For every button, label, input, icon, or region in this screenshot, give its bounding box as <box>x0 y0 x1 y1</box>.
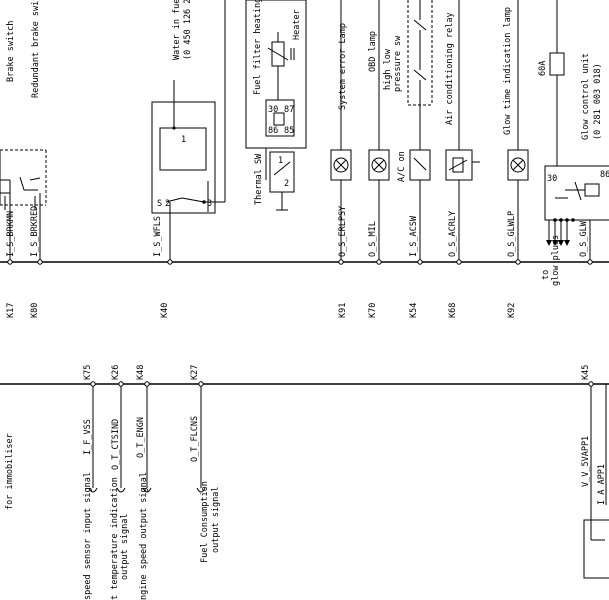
fuel-filter-heating: Fuel filter heating re Heater 30 87 86 8… <box>245 0 307 211</box>
water-in-fuel-sensor: Water in fuel level (0 450 126 2 1 S 2 3… <box>151 0 226 318</box>
pin-k48: K48 <box>136 365 146 380</box>
signal-erlpsy: O_S_ERLPSY <box>338 206 348 257</box>
signal-engn: O_T_ENGN <box>136 417 146 458</box>
glow-control-unit-label: Glow control unit <box>581 53 591 140</box>
redundant-brake-switch-label: Redundant brake switch <box>31 0 41 98</box>
pin-k54: K54 <box>409 303 419 318</box>
to-glow-plugs-1: to <box>541 270 551 280</box>
signal-acsw: I_S_ACSW <box>409 215 419 257</box>
ac-pressure-switch: high low pressure sw A/C on I_S_ACSW K54 <box>383 0 433 318</box>
flcns-desc-1: Fuel Consumption <box>200 481 210 563</box>
fuel-filter-label: Fuel filter heating re <box>253 0 263 95</box>
flcns-desc-2: output signal <box>211 486 221 553</box>
heater-label: Heater <box>292 9 302 40</box>
engn-desc: ngine speed output signal <box>139 472 149 600</box>
signal-glw: O_S_GLW <box>579 220 589 257</box>
to-glow-plugs-2: glow plugs <box>551 235 561 286</box>
gcu-pin-30: 30 <box>547 174 557 184</box>
brake-switch-label: Brake switch <box>6 21 16 82</box>
pin-k75: K75 <box>83 365 93 380</box>
high-low-label-1: high low <box>383 48 393 90</box>
water-in-fuel-label: Water in fuel level <box>172 0 182 60</box>
signal-acrly: O_S_ACRLY <box>448 211 458 257</box>
vss-desc: speed sensor input signal <box>83 472 93 600</box>
ctsind-desc-2: output signal <box>120 513 130 580</box>
ac-on-label: A/C on <box>397 151 407 182</box>
signal-brkred: I_S_BRKRED <box>30 206 40 257</box>
pin-k70: K70 <box>368 303 378 318</box>
signal-flcns: O_T_FLCNS <box>190 416 200 462</box>
wfl-pin-1: 1 <box>181 135 186 145</box>
wfl-pin-3: 3 <box>207 199 212 209</box>
pin-k80: K80 <box>30 303 40 318</box>
ac-relay-label: Air conditioning relay <box>445 12 455 125</box>
pin-k40: K40 <box>160 303 170 318</box>
signal-wfls: I_S_WFLS <box>153 216 163 257</box>
signal-mil: O_S_MIL <box>368 221 378 257</box>
glow-part-number: (0 281 003 018) <box>593 63 603 140</box>
brake-switch-group: Brake switch Redundant brake switch I_S_… <box>0 0 47 318</box>
relay-pin-86: 86 <box>268 126 278 136</box>
gcu-pin-86: 86 <box>600 170 609 180</box>
glow-time-lamp: Glow time indication lamp O_S_GLWLP K92 <box>503 0 529 318</box>
pin-k92: K92 <box>507 303 517 318</box>
wfl-pin-2: 2 <box>165 199 170 209</box>
glow-time-lamp-label: Glow time indication lamp <box>503 7 513 135</box>
thermal-sw-label: Thermal SW <box>254 153 264 205</box>
signal-app1: I_A_APP1 <box>597 464 607 505</box>
ac-relay: Air conditioning relay O_S_ACRLY K68 <box>445 0 480 318</box>
glow-control-unit: 60A Glow control unit (0 281 003 018) 30… <box>538 0 609 286</box>
signal-5vapp1: V_V_5VAPP1 <box>581 436 591 487</box>
obd-lamp: OBD lamp O_S_MIL K70 <box>368 0 390 318</box>
relay-pin-87: 87 <box>284 105 294 115</box>
high-low-label-2: pressure sw <box>393 35 403 92</box>
relay-pin-30: 30 <box>268 105 278 115</box>
pin-k68: K68 <box>448 303 458 318</box>
system-error-lamp: System error Lamp O_S_ERLPSY K91 <box>330 0 352 318</box>
bottom-signals: for immobiliser speed sensor input signa… <box>5 365 609 600</box>
pin-k45: K45 <box>581 365 591 380</box>
ctsind-desc-1: t temperature indication <box>110 477 120 600</box>
signal-glwlp: O_S_GLWLP <box>507 211 517 257</box>
thermal-pin-1: 1 <box>278 156 283 166</box>
pin-k27: K27 <box>190 365 200 380</box>
water-part-number: (0 450 126 2 <box>183 0 193 60</box>
signal-brkmn: I_S_BRKMN <box>6 211 16 257</box>
immobiliser-label: for immobiliser <box>5 433 15 510</box>
thermal-pin-2: 2 <box>284 179 289 189</box>
pin-k26: K26 <box>111 365 121 380</box>
pin-k17: K17 <box>6 303 16 318</box>
pin-k91: K91 <box>338 303 348 318</box>
signal-ctsind: O_T_CTSIND <box>111 419 121 470</box>
fuse-60a-label: 60A <box>538 61 548 76</box>
obd-lamp-label: OBD lamp <box>368 31 378 72</box>
signal-vss: I_F_VSS <box>83 419 93 455</box>
wfl-pin-s: S <box>157 199 162 209</box>
system-error-lamp-label: System error Lamp <box>338 23 348 110</box>
relay-pin-85: 85 <box>284 126 294 136</box>
